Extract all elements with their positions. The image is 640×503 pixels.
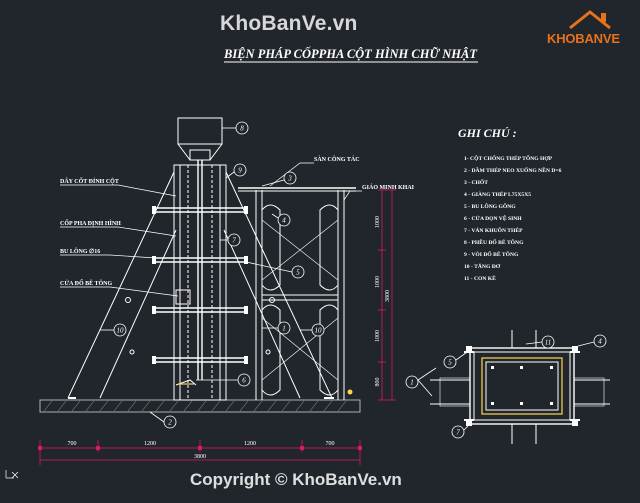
callout-number: 1 bbox=[410, 379, 414, 387]
dim-total: 3800 bbox=[194, 454, 206, 460]
dim-segment: 700 bbox=[326, 441, 335, 447]
concrete-hopper bbox=[177, 117, 223, 145]
plan-yoke bbox=[469, 347, 575, 425]
legend-item: 11 - CON KÊ bbox=[464, 274, 496, 282]
plan-formwork bbox=[481, 357, 563, 415]
elevation-view bbox=[38, 117, 396, 465]
callout-number: 10 bbox=[315, 327, 323, 335]
leader-lines bbox=[60, 162, 362, 297]
callout-number: 5 bbox=[296, 269, 300, 277]
plan-section bbox=[430, 330, 610, 444]
legend: GHI CHÚ : 1- CỘT CHỐNG THÉP TỔNG HỢP 2 -… bbox=[458, 126, 562, 282]
callout-bubbles-elevation bbox=[100, 121, 325, 429]
legend-heading: GHI CHÚ : bbox=[458, 126, 517, 140]
legend-item: 1- CỘT CHỐNG THÉP TỔNG HỢP bbox=[464, 154, 553, 162]
callout-bubbles-plan bbox=[405, 334, 607, 439]
label-day-cot-dinh-cot: DÂY CỐT ĐỈNH CỘT bbox=[60, 177, 119, 185]
callout-number: 9 bbox=[238, 167, 242, 175]
label-cop-pha-dinh-hinh: CỐP PHA ĐỊNH HÌNH bbox=[60, 219, 121, 227]
hopper-funnel bbox=[177, 143, 223, 161]
label-san-cong-tac: SÀN CÔNG TÁC bbox=[314, 155, 360, 163]
column-formwork bbox=[173, 164, 227, 401]
drawing-title: BIỆN PHÁP CỐPPHA CỘT HÌNH CHỮ NHẬT bbox=[223, 46, 478, 61]
leader-labels: DÂY CỐT ĐỈNH CỘT CỐP PHA ĐỊNH HÌNH BU LÔ… bbox=[60, 155, 415, 287]
ucs-icon bbox=[5, 470, 19, 479]
callout-numbers-plan: 11 4 1 5 7 bbox=[410, 338, 602, 437]
legend-item: 4 - GIÀNG THÉP L75X5X5 bbox=[464, 190, 531, 198]
callout-number: 6 bbox=[242, 377, 246, 385]
legend-item: 10 - TĂNG ĐƠ bbox=[464, 262, 501, 270]
legend-item: 7 - VÁN KHUÔN THÉP bbox=[464, 226, 523, 234]
ground-slab bbox=[39, 399, 361, 413]
bottom-dimension bbox=[39, 440, 361, 465]
callout-number: 4 bbox=[282, 217, 286, 225]
label-cua-do-be-tong: CỬA ĐỔ BÊ TÔNG bbox=[60, 279, 113, 287]
callout-number: 11 bbox=[545, 339, 551, 347]
callout-number: 10 bbox=[117, 327, 125, 335]
callout-number: 5 bbox=[448, 359, 452, 367]
dim-v-segment: 1000 bbox=[375, 330, 381, 342]
dim-v-segment: 1000 bbox=[375, 276, 381, 288]
khobanve-logo[interactable]: KHOBANVE bbox=[540, 6, 634, 52]
callout-number: 1 bbox=[282, 325, 286, 333]
legend-item: 5 - BU LÔNG GÔNG bbox=[464, 202, 516, 210]
legend-item: 8 - PHỄU ĐỔ BÊ TÔNG bbox=[464, 238, 524, 246]
house-icon bbox=[569, 10, 611, 30]
bottom-dimension-texts: 700 1200 1200 700 3800 bbox=[68, 441, 335, 460]
scaffold-frame bbox=[255, 190, 345, 400]
watermark-bottom: Copyright © KhoBanVe.vn bbox=[190, 470, 402, 489]
legend-item: 9 - VÒI ĐỔ BÊ TÔNG bbox=[464, 250, 519, 258]
legend-item: 3 - CHỐT bbox=[464, 178, 488, 186]
vertical-dimension-texts: 1000 1000 1000 800 3800 bbox=[375, 216, 391, 387]
callout-number: 7 bbox=[232, 237, 236, 245]
dim-v-total: 3800 bbox=[385, 290, 391, 302]
column-clamps bbox=[154, 207, 246, 363]
callout-numbers-elevation: 8 9 3 4 7 5 10 1 10 6 2 bbox=[117, 125, 323, 427]
dim-segment: 700 bbox=[68, 441, 77, 447]
callout-number: 7 bbox=[456, 429, 460, 437]
dim-v-segment: 800 bbox=[375, 378, 381, 387]
dim-segment: 1200 bbox=[244, 441, 256, 447]
callout-number: 2 bbox=[168, 419, 172, 427]
callout-number: 8 bbox=[240, 125, 244, 133]
hopper-neck bbox=[189, 149, 211, 161]
logo-text: KHOBANVE bbox=[547, 31, 620, 46]
watermark-top: KhoBanVe.vn bbox=[220, 12, 358, 35]
cleanout-door bbox=[175, 379, 197, 386]
ground-hatch bbox=[43, 400, 347, 412]
callout-number: 3 bbox=[287, 175, 292, 183]
pouring-window bbox=[175, 289, 191, 305]
legend-item: 2 - DẦM THÉP NEO XUỐNG NỀN D=6 bbox=[464, 166, 562, 174]
dim-segment: 1200 bbox=[144, 441, 156, 447]
label-bu-long: BU LÔNG ∅16 bbox=[60, 247, 100, 255]
callout-number: 4 bbox=[598, 338, 602, 346]
legend-item: 6 - CỬA DỌN VỆ SINH bbox=[464, 214, 522, 222]
vertical-dimension bbox=[378, 189, 396, 401]
dim-v-segment: 1000 bbox=[375, 216, 381, 228]
label-giao-minh-khai: GIÁO MINH KHAI bbox=[362, 183, 415, 191]
